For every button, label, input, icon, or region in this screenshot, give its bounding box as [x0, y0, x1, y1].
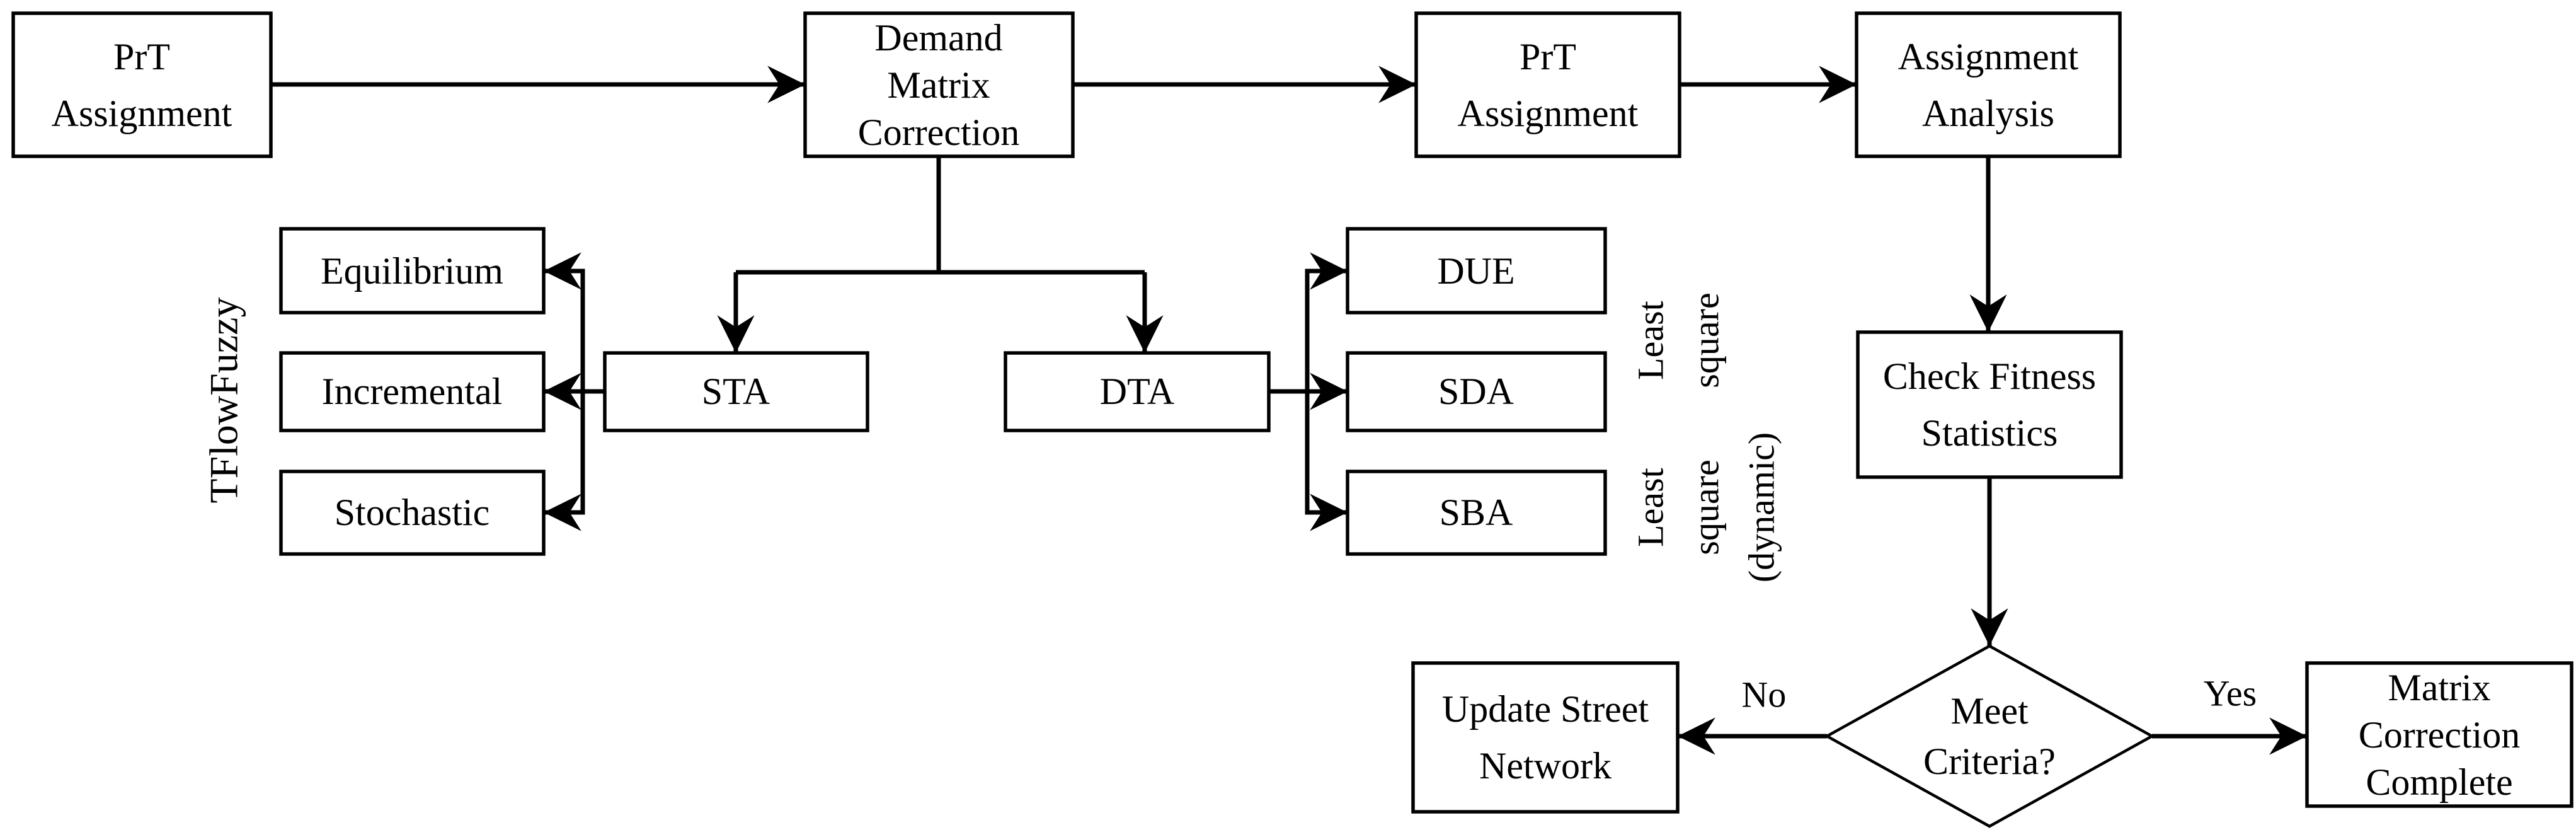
side-label-least-square-dynamic: (dynamic) — [1741, 432, 1782, 582]
node-update-street-network-label: Update Street — [1442, 688, 1649, 730]
node-prt-assignment-2-box — [1414, 11, 1681, 158]
node-incremental-box — [279, 351, 546, 432]
node-assignment-analysis-label: Assignment — [1898, 36, 2079, 78]
node-prt-assignment-2: PrT Assignment — [1414, 11, 1681, 158]
node-update-street-network-box — [1411, 661, 1680, 814]
node-incremental-label: Incremental — [322, 371, 503, 412]
node-due: DUE — [1346, 227, 1607, 315]
node-prt-assignment-1-box — [11, 11, 273, 158]
node-matrix-correction-complete-label: Matrix — [2388, 667, 2490, 708]
node-dta-box — [1004, 351, 1271, 432]
node-sba-box — [1346, 470, 1607, 556]
node-due-label: DUE — [1437, 250, 1514, 292]
node-matrix-correction-complete-box — [2305, 661, 2573, 808]
node-check-fitness-statistics-label: Statistics — [1921, 412, 2058, 454]
node-meet-criteria-diamond — [1824, 644, 2155, 828]
node-prt-assignment-2-label: PrT — [1520, 36, 1576, 78]
node-matrix-correction-complete-label: Complete — [2366, 761, 2512, 803]
node-equilibrium-label: Equilibrium — [321, 250, 503, 292]
node-demand-matrix-correction-label: Demand — [874, 17, 1002, 59]
connectors — [271, 66, 2307, 755]
arrow-dta-to-due — [1305, 252, 1348, 391]
node-demand-matrix-correction: Demand Matrix Correction — [803, 11, 1075, 158]
node-assignment-analysis-box — [1855, 11, 2122, 158]
node-check-fitness-statistics-label: Check Fitness — [1883, 355, 2096, 397]
side-label-least-square: Least — [1630, 301, 1671, 380]
node-assignment-analysis-label: Analysis — [1922, 93, 2054, 134]
node-stochastic-box — [279, 470, 546, 556]
node-matrix-correction-complete-label: Correction — [2359, 714, 2521, 756]
side-label-least-square: square — [1686, 292, 1727, 388]
node-dta-label: DTA — [1100, 371, 1175, 412]
arrow-sta-to-equilibrium — [544, 252, 585, 391]
node-sda: SDA — [1346, 351, 1607, 432]
node-sta: STA — [603, 351, 869, 432]
node-prt-assignment-1: PrT Assignment — [11, 11, 273, 158]
node-demand-matrix-correction-box — [803, 11, 1075, 158]
node-stochastic: Stochastic — [279, 470, 546, 556]
node-sba: SBA — [1346, 470, 1607, 556]
node-update-street-network-label: Network — [1479, 745, 1611, 787]
edge-label-no: No — [1742, 674, 1787, 715]
node-demand-matrix-correction-label: Matrix — [887, 64, 990, 106]
node-assignment-analysis: Assignment Analysis — [1855, 11, 2122, 158]
node-sda-box — [1346, 351, 1607, 432]
node-check-fitness-statistics-box — [1856, 330, 2123, 479]
node-due-box — [1346, 227, 1607, 315]
node-equilibrium-box — [279, 227, 546, 315]
node-sta-box — [603, 351, 869, 432]
arrow-sta-to-stochastic — [544, 391, 585, 531]
node-update-street-network: Update Street Network — [1411, 661, 1680, 814]
node-check-fitness-statistics: Check Fitness Statistics — [1856, 330, 2123, 479]
node-demand-matrix-correction-label: Correction — [858, 112, 1020, 153]
node-prt-assignment-2-label: Assignment — [1458, 93, 1639, 134]
node-sta-label: STA — [702, 371, 770, 412]
edge-label-yes: Yes — [2204, 673, 2257, 714]
node-equilibrium: Equilibrium — [279, 227, 546, 315]
side-label-least-square-dynamic: Least — [1630, 468, 1671, 547]
side-label-least-square-dynamic: square — [1686, 459, 1727, 555]
node-stochastic-label: Stochastic — [335, 492, 490, 533]
node-sba-label: SBA — [1440, 492, 1513, 533]
side-label-tflowfuzzy: TFlowFuzzy — [202, 297, 246, 503]
node-prt-assignment-1-label: PrT — [113, 36, 170, 78]
node-meet-criteria-label: Criteria? — [1923, 741, 2056, 782]
node-meet-criteria-decision: Meet Criteria? — [1824, 644, 2155, 828]
node-sda-label: SDA — [1438, 371, 1514, 412]
node-meet-criteria-label: Meet — [1950, 690, 2029, 732]
node-prt-assignment-1-label: Assignment — [52, 93, 232, 134]
arrow-dta-to-sba — [1305, 391, 1348, 531]
node-dta: DTA — [1004, 351, 1271, 432]
node-matrix-correction-complete: Matrix Correction Complete — [2305, 661, 2573, 808]
node-incremental: Incremental — [279, 351, 546, 432]
